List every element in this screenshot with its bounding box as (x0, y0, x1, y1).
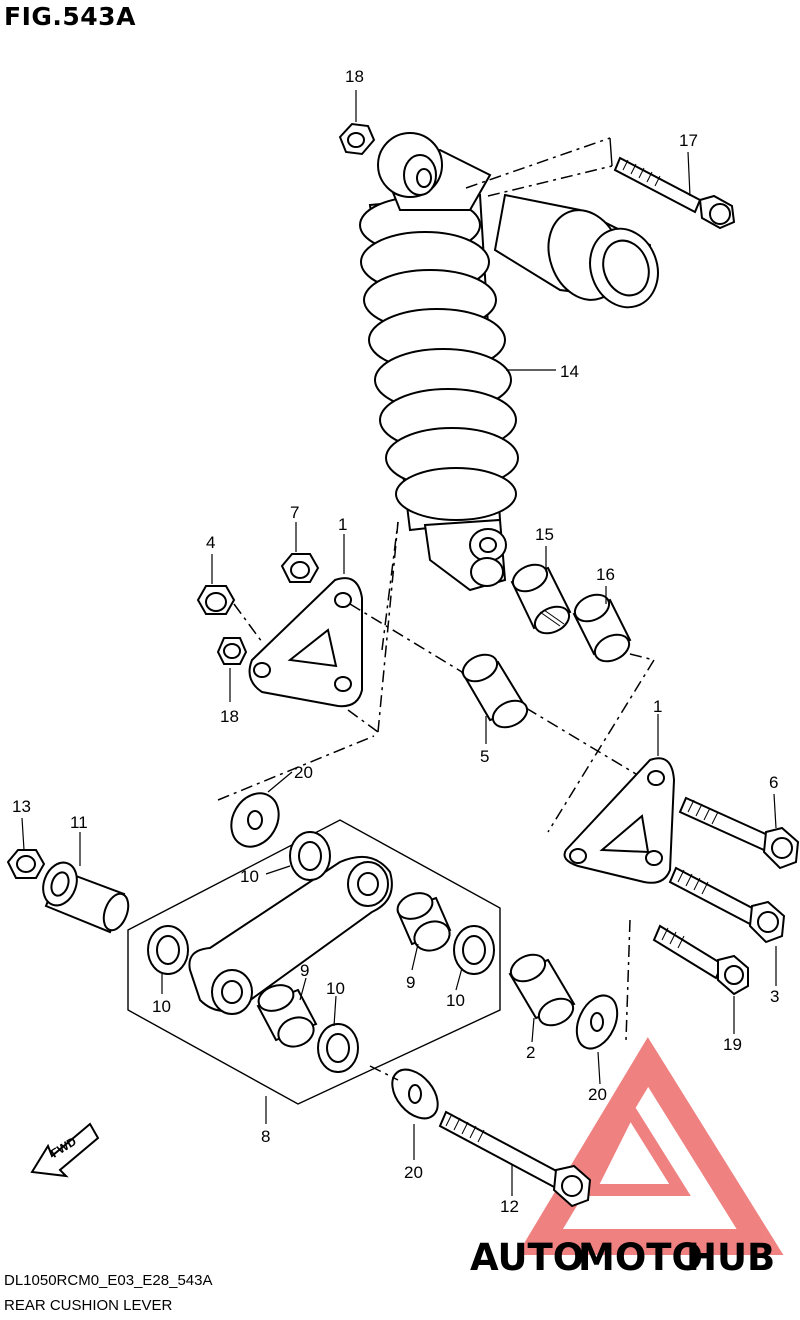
diagram-caption: REAR CUSHION LEVER (4, 1297, 173, 1314)
callout-10-center: 10 (326, 979, 345, 998)
bearing-15 (510, 563, 572, 635)
watermark-logo (517, 1037, 784, 1255)
callout-9-right: 9 (406, 973, 415, 992)
callout-3: 3 (770, 987, 779, 1006)
bracket-1-right (563, 757, 676, 884)
callout-8: 8 (261, 1127, 270, 1146)
watermark-moto: MOTO (578, 1236, 703, 1279)
collar-5 (349, 603, 655, 833)
callout-20-lower: 20 (404, 1163, 423, 1182)
watermark-auto: AUTO (470, 1236, 584, 1279)
collar-16 (572, 593, 632, 663)
nut-4 (196, 585, 236, 615)
washer-20-right (575, 919, 631, 1050)
callout-14: 14 (560, 362, 579, 381)
callout-numbers: 18 17 14 7 1 4 15 16 18 5 20 1 6 13 11 1… (12, 67, 779, 1216)
nut-18-top (338, 122, 376, 156)
callout-10-top: 10 (240, 867, 259, 886)
callout-19: 19 (723, 1035, 742, 1054)
nut-13 (6, 849, 46, 879)
cushion-lever-assembly-8 (127, 819, 501, 1105)
callout-15: 15 (535, 525, 554, 544)
nut-7 (280, 553, 320, 583)
callout-18-top: 18 (345, 67, 364, 86)
diagram-code: DL1050RCM0_E03_E28_543A (4, 1272, 213, 1289)
bolt-17 (465, 137, 736, 230)
callout-4: 4 (206, 533, 215, 552)
fwd-arrow-icon: FWD (30, 1122, 100, 1178)
callout-9-center: 9 (300, 961, 309, 980)
callout-2: 2 (526, 1043, 535, 1062)
callout-10-left: 10 (152, 997, 171, 1016)
callout-18-mid: 18 (220, 707, 239, 726)
rear-shock-absorber (359, 132, 659, 592)
washer-20-upper (217, 735, 375, 848)
callout-12: 12 (500, 1197, 519, 1216)
bolt-3 (668, 866, 786, 944)
bolt-19 (652, 924, 749, 996)
callout-11: 11 (70, 813, 88, 832)
collar-2 (508, 953, 576, 1027)
watermark-hub: HUB (686, 1236, 775, 1279)
callout-17: 17 (679, 131, 698, 150)
callout-20-right: 20 (588, 1085, 607, 1104)
callout-20-upper: 20 (294, 763, 313, 782)
callout-13: 13 (12, 797, 31, 816)
nut-18 (216, 637, 248, 665)
callout-1-right: 1 (653, 697, 662, 716)
callout-5: 5 (480, 747, 489, 766)
watermark-triangle (517, 1037, 784, 1255)
collar-11 (42, 861, 130, 934)
callout-16: 16 (596, 565, 615, 584)
figure-title: FIG.543A (4, 2, 136, 31)
bracket-1-left (233, 521, 399, 733)
callout-6: 6 (769, 773, 778, 792)
leader-lines (21, 90, 777, 1196)
shock-spring (359, 196, 519, 521)
bolt-12 (438, 1110, 592, 1208)
callout-1-left: 1 (338, 515, 347, 534)
watermark-wordmark: AUTO MOTO HUB (470, 1236, 775, 1279)
washer-20-lower (391, 1068, 439, 1120)
callout-7: 7 (290, 503, 299, 522)
callout-10-right: 10 (446, 991, 465, 1010)
bolt-6 (678, 796, 800, 870)
